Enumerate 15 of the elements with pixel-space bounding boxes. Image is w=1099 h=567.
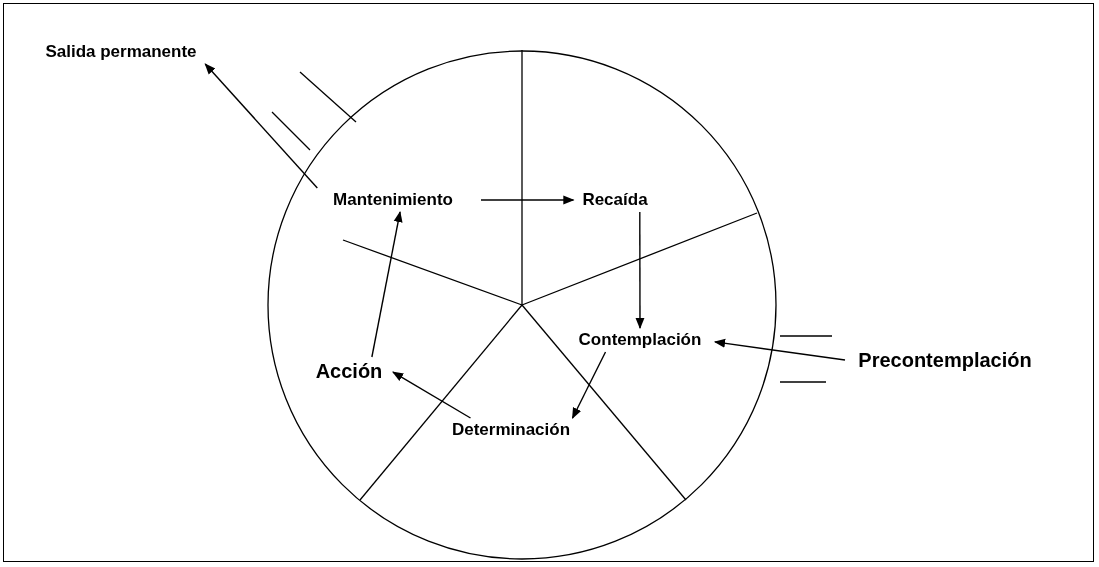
outside-label: Precontemplación — [845, 346, 1045, 374]
stage-label: Contemplación — [565, 328, 715, 352]
outside-label: Salida permanente — [35, 40, 207, 64]
arrow — [635, 211, 645, 330]
cycle-circle — [267, 50, 777, 560]
arrow — [571, 351, 607, 419]
arrow — [713, 338, 846, 361]
arrow — [204, 63, 318, 189]
arrow — [480, 195, 575, 205]
stage-label: Determinación — [430, 418, 592, 442]
stage-label: Acción — [305, 357, 393, 385]
stage-label: Mantenimiento — [305, 188, 481, 212]
arrow — [392, 371, 472, 419]
arrow — [371, 210, 403, 358]
stage-label: Recaída — [575, 188, 655, 212]
